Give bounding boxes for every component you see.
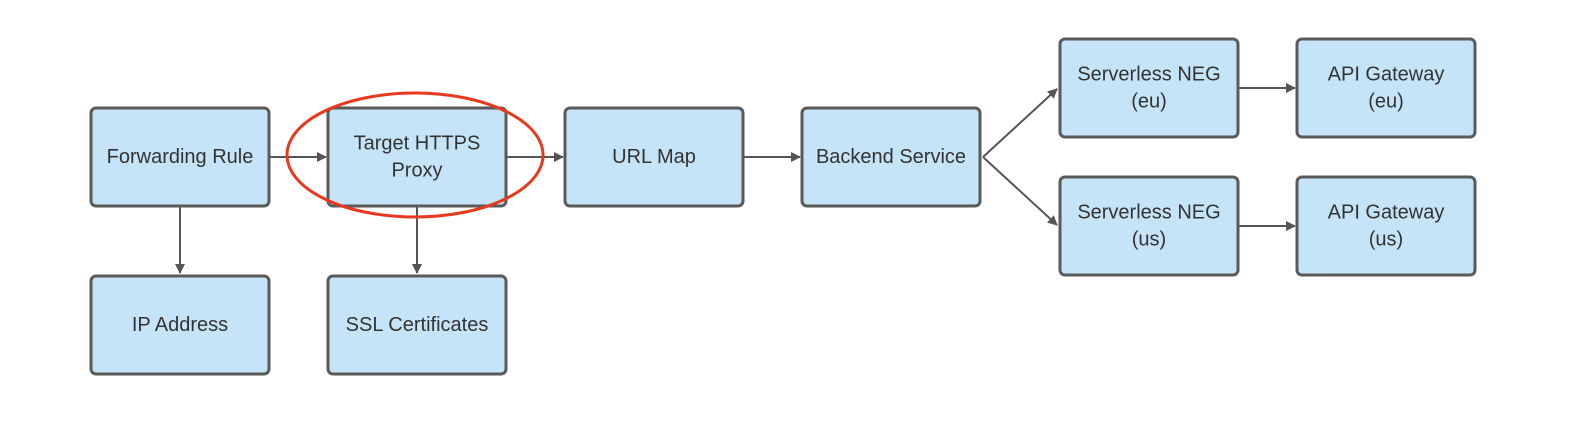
node-label-serverless-neg-eu-line-1: Serverless NEG [1077, 64, 1220, 86]
highlight-layer [285, 91, 545, 219]
node-label-target-https-proxy-line-1: Target HTTPS [354, 133, 481, 155]
node-box-ssl-certificates [326, 274, 508, 376]
node-label-backend-service-line-1: Backend Service [816, 146, 966, 168]
nodes-layer: Forwarding Rule Target HTTPS Proxy URL Map B… [89, 37, 1477, 376]
node-api-gateway-us: API Gateway (us) [1295, 175, 1477, 277]
node-forwarding-rule: Forwarding Rule [89, 106, 271, 208]
edge-backend-service-to-serverless-neg-eu [982, 88, 1058, 158]
node-box-ip-address [89, 274, 271, 376]
node-label-ssl-certificates-line-1: SSL Certificates [346, 314, 489, 336]
node-serverless-neg-eu: Serverless NEG (eu) [1058, 37, 1240, 139]
node-serverless-neg-us: Serverless NEG (us) [1058, 175, 1240, 277]
node-label-ip-address-line-1: IP Address [132, 314, 228, 336]
node-label-api-gateway-eu-line-2: (eu) [1368, 91, 1404, 113]
node-label-api-gateway-us-line-2: (us) [1369, 229, 1403, 251]
node-box-forwarding-rule [89, 106, 271, 208]
highlight-ellipse-target-https-proxy [285, 91, 545, 219]
node-api-gateway-eu: API Gateway (eu) [1295, 37, 1477, 139]
node-box-api-gateway-us [1295, 175, 1477, 277]
node-label-url-map-line-1: URL Map [612, 146, 696, 168]
node-box-url-map [563, 106, 745, 208]
node-ip-address: IP Address [89, 274, 271, 376]
node-label-forwarding-rule-line-1: Forwarding Rule [107, 146, 254, 168]
node-box-api-gateway-eu [1295, 37, 1477, 139]
node-box-serverless-neg-us [1058, 175, 1240, 277]
node-backend-service: Backend Service [800, 106, 982, 208]
node-box-backend-service [800, 106, 982, 208]
node-label-api-gateway-us-line-1: API Gateway [1328, 202, 1445, 224]
node-label-serverless-neg-eu-line-2: (eu) [1131, 91, 1167, 113]
edges-layer [175, 83, 1296, 274]
node-box-target-https-proxy [326, 106, 508, 208]
node-ssl-certificates: SSL Certificates [326, 274, 508, 376]
edge-backend-service-to-serverless-neg-us [982, 156, 1058, 226]
node-box-serverless-neg-eu [1058, 37, 1240, 139]
node-label-serverless-neg-us-line-1: Serverless NEG [1077, 202, 1220, 224]
node-target-https-proxy: Target HTTPS Proxy [326, 106, 508, 208]
node-label-target-https-proxy-line-2: Proxy [391, 160, 442, 182]
node-url-map: URL Map [563, 106, 745, 208]
node-label-serverless-neg-us-line-2: (us) [1132, 229, 1166, 251]
node-label-api-gateway-eu-line-1: API Gateway [1328, 64, 1445, 86]
